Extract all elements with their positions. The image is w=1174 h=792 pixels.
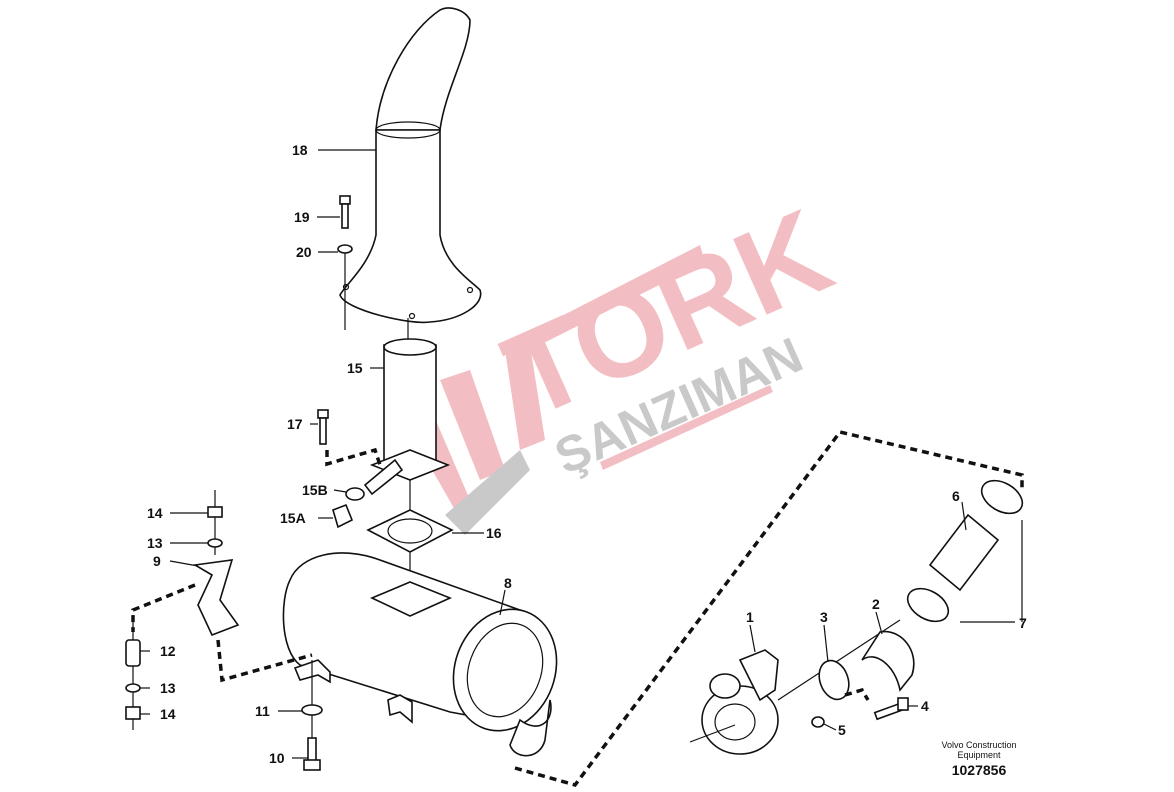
part-17-bolt <box>317 409 329 445</box>
callout-12: 12 <box>160 643 176 659</box>
part-13-washer <box>207 538 223 548</box>
maker-line-2: Equipment <box>957 750 1001 760</box>
callout-5: 5 <box>838 722 846 738</box>
callout-7: 7 <box>1019 615 1027 631</box>
part-19-bolt <box>339 195 351 229</box>
callout-14: 14 <box>147 505 163 521</box>
callout-4: 4 <box>921 698 929 714</box>
callout-14: 14 <box>160 706 176 722</box>
part-8-muffler <box>282 552 558 757</box>
callout-15: 15 <box>347 360 363 376</box>
part-10-bolt <box>303 737 321 771</box>
part-2-elbow <box>861 630 915 692</box>
part-7-clamp <box>980 479 1024 515</box>
part-15-pipe <box>363 338 451 496</box>
part-14-nut <box>125 706 141 720</box>
callout-3: 3 <box>820 609 828 625</box>
part-3-clamp <box>818 659 850 701</box>
callout-10: 10 <box>269 750 285 766</box>
part-6-flex-pipe <box>928 513 1000 592</box>
callout-19: 19 <box>294 209 310 225</box>
callout-1: 1 <box>746 609 754 625</box>
part-5-nut <box>811 716 825 728</box>
callout-13: 13 <box>147 535 163 551</box>
callout-8: 8 <box>504 575 512 591</box>
callout-6: 6 <box>952 488 960 504</box>
drawing-number: 1027856 <box>952 762 1007 778</box>
part-13-washer <box>125 683 141 693</box>
callout-15a: 15A <box>280 510 306 526</box>
part-14-nut <box>207 506 223 518</box>
callout-11: 11 <box>255 703 270 719</box>
watermark-logo: TORK ŞANZIMAN <box>395 184 849 535</box>
callout-15b: 15B <box>302 482 328 498</box>
part-9-bracket <box>192 559 240 637</box>
callout-2: 2 <box>872 596 880 612</box>
callout-13: 13 <box>160 680 176 696</box>
callout-17: 17 <box>287 416 303 432</box>
part-12-rubber-mount <box>125 639 141 667</box>
part-4-bolt <box>873 697 909 721</box>
part-7-clamp <box>906 587 950 623</box>
part-18-exhaust-stack <box>339 7 482 324</box>
callout-18: 18 <box>292 142 308 158</box>
part-20-washer <box>337 244 353 254</box>
callout-20: 20 <box>296 244 312 260</box>
callout-16: 16 <box>486 525 502 541</box>
callout-9: 9 <box>153 553 161 569</box>
part-11-washer <box>301 704 323 716</box>
part-1-turbocharger <box>701 649 779 755</box>
part-16-gasket <box>366 509 454 553</box>
part-15a-cap <box>332 503 354 529</box>
part-15b-clamp <box>345 487 365 501</box>
maker-line-1: Volvo Construction <box>941 740 1016 750</box>
